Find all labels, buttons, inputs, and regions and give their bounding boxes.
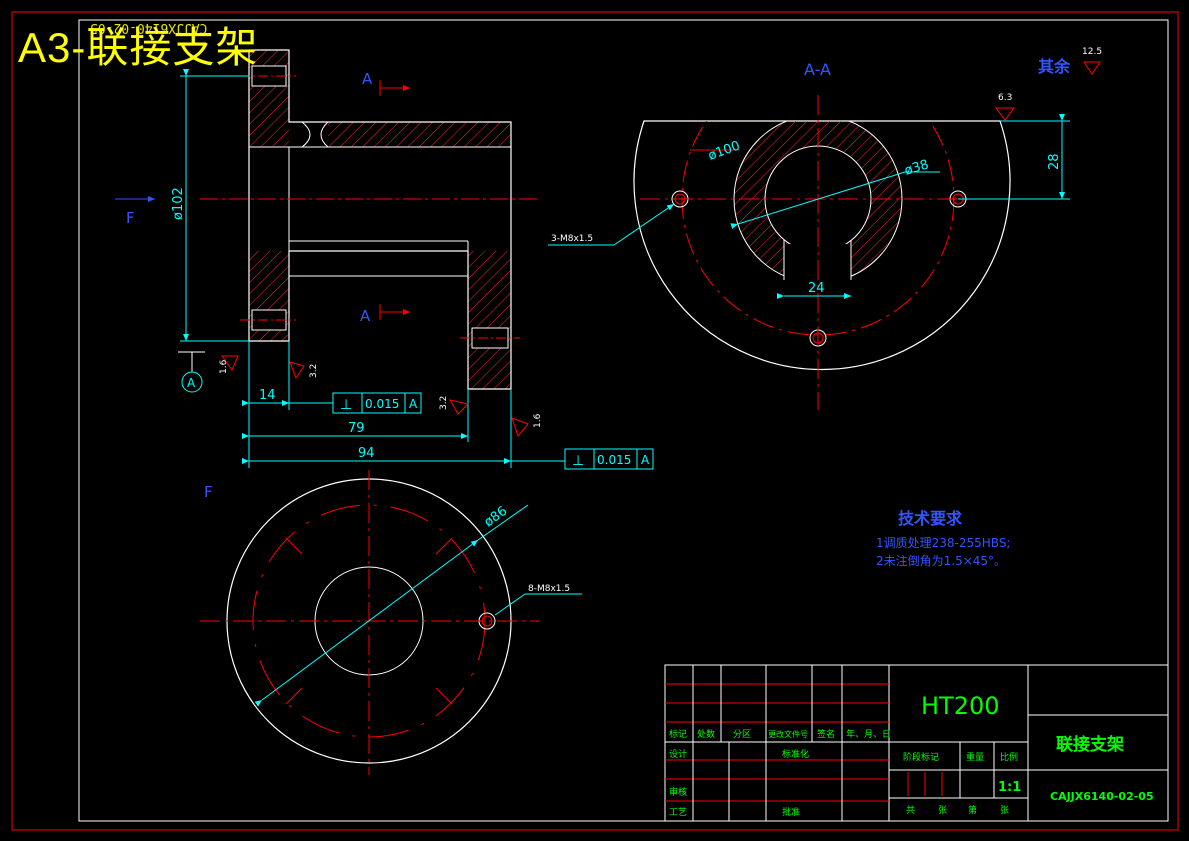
inner-border — [78, 19, 1169, 822]
tech-req-line-2: 2未注倒角为1.5×45°。 — [876, 553, 1006, 568]
section-mark-bottom: A — [360, 307, 371, 325]
roughness-top: 6.3 — [998, 93, 1012, 103]
hole-callout-f: 8-M8x1.5 — [528, 584, 570, 594]
section-mark-top: A — [362, 70, 373, 88]
tol1-symbol: ⊥ — [340, 397, 352, 413]
weight-label: 重量 — [966, 751, 984, 763]
tol2-datum: A — [641, 453, 650, 467]
sheet-title: A3-联接支架 — [18, 24, 259, 71]
view-arrow-label: F — [126, 209, 135, 227]
tol1-datum: A — [409, 397, 418, 411]
scale-value: 1:1 — [998, 780, 1021, 795]
stage-label: 阶段标记 — [903, 751, 939, 763]
dim-d38: ø38 — [903, 157, 931, 179]
front-view — [115, 49, 654, 470]
tech-req-title: 技术要求 — [898, 509, 963, 528]
approve-label: 批准 — [782, 806, 800, 818]
other-roughness-value: 12.5 — [1082, 47, 1102, 57]
dim-24: 24 — [808, 281, 825, 296]
part-code: CAJJX6140-02-05 — [1050, 790, 1154, 803]
sheet-total: 共 — [906, 805, 915, 816]
other-roughness-label: 其余 — [1038, 57, 1071, 76]
dim-d100: ø100 — [706, 138, 742, 163]
tol1-value: 0.015 — [365, 397, 399, 411]
stage-boxes — [907, 772, 943, 796]
scale-label: 比例 — [1000, 751, 1018, 763]
tol2-symbol: ⊥ — [572, 453, 584, 469]
dim-79: 79 — [348, 421, 365, 436]
tech-req-line-1: 1调质处理238-255HBS; — [876, 536, 1010, 550]
material: HT200 — [921, 692, 1000, 720]
process-label: 工艺 — [669, 807, 687, 818]
dim-height: ø102 — [171, 187, 186, 220]
row-header-change: 更改文件号 — [768, 729, 808, 739]
dim-94: 94 — [358, 446, 375, 461]
row-header-sign: 签名 — [817, 728, 835, 740]
design-label: 设计 — [669, 748, 687, 760]
dim-28: 28 — [1047, 153, 1062, 170]
section-view-title: A-A — [804, 60, 831, 79]
sheet-no: 第 — [968, 804, 977, 816]
outer-border — [11, 11, 1179, 831]
row-header-zone: 分区 — [733, 729, 751, 740]
tol2-value: 0.015 — [597, 453, 631, 467]
sheet-unit-2: 张 — [1000, 805, 1009, 816]
hatch-region — [328, 122, 511, 147]
row-header-count: 处数 — [697, 728, 715, 740]
dim-14: 14 — [259, 388, 276, 403]
title-block — [664, 664, 1169, 822]
dim-d86: ø86 — [482, 504, 511, 531]
section-view — [548, 61, 1101, 410]
roughness-3: 3.2 — [439, 396, 449, 410]
f-view-label: F — [204, 483, 213, 501]
roughness-1: 1.6 — [219, 359, 229, 374]
part-name: 联接支架 — [1056, 734, 1124, 755]
roughness-2: 3.2 — [309, 364, 319, 378]
hatch-region — [468, 251, 511, 389]
datum-label: A — [187, 376, 196, 390]
f-view — [200, 470, 582, 775]
review-label: 审核 — [669, 786, 687, 798]
roughness-4: 1.6 — [533, 413, 543, 428]
row-header-date: 年、月、日 — [846, 728, 891, 740]
standardization-label: 标准化 — [782, 748, 809, 760]
sheet-unit: 张 — [938, 805, 947, 816]
hole-callout-aa: 3-M8x1.5 — [551, 234, 593, 244]
row-header-mark: 标记 — [669, 728, 687, 740]
